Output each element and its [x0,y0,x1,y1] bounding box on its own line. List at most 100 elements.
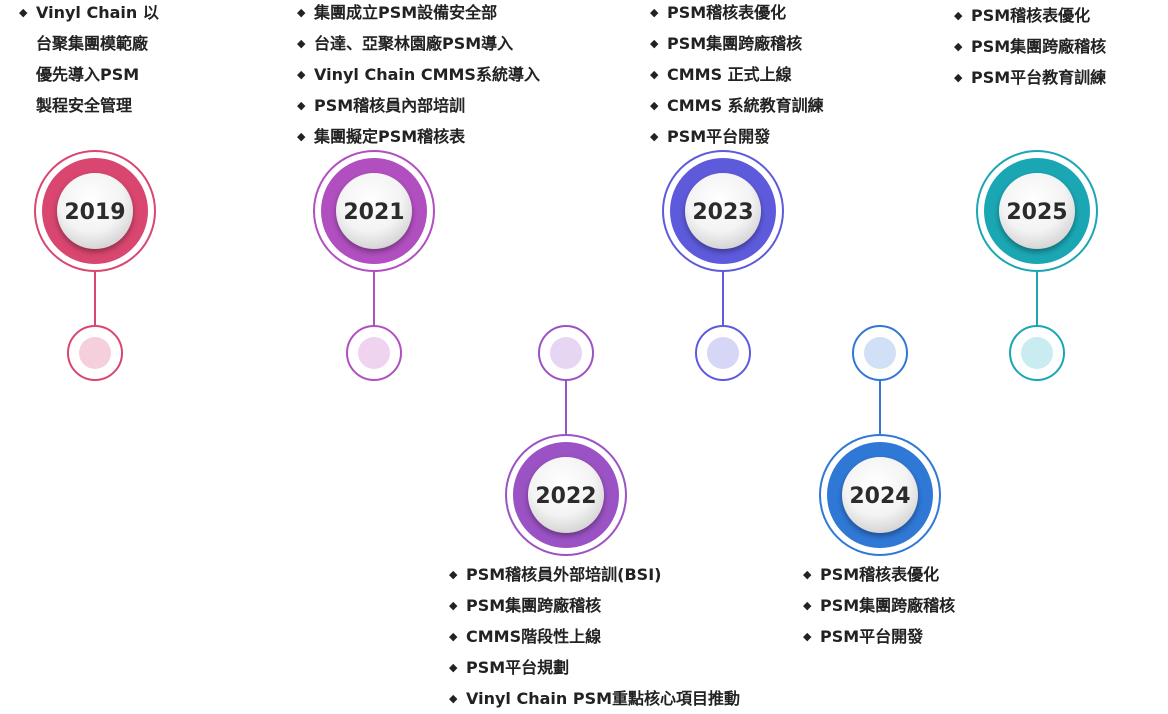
milestone-2023: 2023 [662,150,784,381]
milestone-item: ◆ PSM集團跨廠稽核 [953,31,1106,62]
milestone-2019: 2019 [34,150,156,381]
milestone-item-text: PSM稽核表優化 [667,3,787,22]
axis-marker-fill-2021 [358,337,390,369]
milestone-item: ◆ CMMS 系統教育訓練 [649,90,824,121]
milestone-item: ◆ PSM平台教育訓練 [953,62,1106,93]
diamond-bullet-icon: ◆ [297,68,306,81]
axis-marker-fill-2024 [864,337,896,369]
milestone-item: ◆台聚集團模範廠 [18,28,159,59]
diamond-bullet-icon: ◆ [650,130,659,143]
milestone-item-text: PSM稽核員內部培訓 [314,96,466,115]
milestone-item: ◆ CMMS階段性上線 [448,621,740,652]
milestone-item: ◆ PSM稽核員外部培訓(BSI) [448,559,740,590]
diamond-bullet-icon: ◆ [449,661,458,674]
milestone-2021-list: ◆ 集團成立PSM設備安全部 ◆ 台達、亞聚林園廠PSM導入 ◆ Vinyl Chain … [296,0,540,152]
milestone-item-text: 製程安全管理 [36,96,133,115]
milestone-item: ◆ PSM稽核表優化 [649,0,824,28]
milestone-2024: 2024 [819,325,941,556]
diamond-bullet-icon: ◆ [297,6,306,19]
diamond-bullet-icon: ◆ [954,40,963,53]
milestone-item-text: PSM平台教育訓練 [971,68,1107,87]
milestone-item-text: Vinyl Chain PSM重點核心項目推動 [466,689,741,708]
milestone-item-text: PSM稽核員外部培訓(BSI) [466,565,662,584]
milestone-item-text: PSM稽核表優化 [971,6,1091,25]
diamond-bullet-icon: ◆ [803,630,812,643]
axis-marker-fill-2025 [1021,337,1053,369]
milestone-item-text: CMMS 正式上線 [667,65,792,84]
milestone-item-text: PSM稽核表優化 [820,565,940,584]
milestone-item: ◆ PSM平台開發 [802,621,955,652]
milestone-item-text: 台聚集團模範廠 [36,34,149,53]
milestone-2022-list: ◆ PSM稽核員外部培訓(BSI) ◆ PSM集團跨廠稽核 ◆ CMMS階段性上線 ◆ PSM… [448,559,740,714]
milestone-item-text: PSM集團跨廠稽核 [667,34,803,53]
milestone-item-text: PSM平台規劃 [466,658,570,677]
diamond-bullet-icon: ◆ [449,599,458,612]
year-badge-2024 [842,457,918,533]
diamond-bullet-icon: ◆ [954,9,963,22]
milestone-item-text: PSM集團跨廠稽核 [971,37,1107,56]
milestone-item: ◆ PSM稽核表優化 [802,559,955,590]
milestone-item: ◆優先導入PSM [18,59,159,90]
milestone-item-text: Vinyl Chain CMMS系統導入 [314,65,540,84]
milestone-item-text: PSM平台開發 [820,627,924,646]
year-badge-2022 [528,457,604,533]
milestone-item: ◆ PSM集團跨廠稽核 [649,28,824,59]
milestone-item: ◆ CMMS 正式上線 [649,59,824,90]
year-badge-2021 [336,173,412,249]
diamond-bullet-icon: ◆ [650,37,659,50]
milestone-item: ◆ PSM稽核表優化 [953,0,1106,31]
diamond-bullet-icon: ◆ [803,568,812,581]
year-badge-2019 [57,173,133,249]
diamond-bullet-icon: ◆ [954,71,963,84]
milestone-2023-list: ◆ PSM稽核表優化 ◆ PSM集團跨廠稽核 ◆ CMMS 正式上線 ◆ CMMS 系統教育訓… [649,0,824,152]
milestone-2025-list: ◆ PSM稽核表優化 ◆ PSM集團跨廠稽核 ◆ PSM平台教育訓練 [953,0,1106,93]
milestone-item: ◆ 台達、亞聚林園廠PSM導入 [296,28,540,59]
axis-marker-fill-2022 [550,337,582,369]
year-label-2024: 2024 [849,484,910,509]
diamond-bullet-icon: ◆ [297,99,306,112]
milestone-item: ◆ PSM集團跨廠稽核 [448,590,740,621]
milestone-item-text: PSM平台開發 [667,127,771,146]
milestone-item-text: 集團擬定PSM稽核表 [314,127,466,146]
diamond-bullet-icon: ◆ [297,130,306,143]
milestone-item-text: CMMS階段性上線 [466,627,602,646]
milestone-item-text: Vinyl Chain 以 [36,3,159,22]
year-label-2025: 2025 [1006,200,1067,225]
milestone-2021: 2021 [313,150,435,381]
milestone-item: ◆ PSM稽核員內部培訓 [296,90,540,121]
milestone-2022: 2022 [505,325,627,556]
year-label-2021: 2021 [343,200,404,225]
milestone-item: ◆ PSM平台規劃 [448,652,740,683]
milestone-item: ◆ Vinyl Chain 以 [18,0,159,28]
milestone-item: ◆Vinyl Chain PSM重點核心項目推動 [448,683,740,714]
year-label-2019: 2019 [64,200,125,225]
diamond-bullet-icon: ◆ [650,6,659,19]
milestone-item: ◆ PSM集團跨廠稽核 [802,590,955,621]
axis-marker-fill-2019 [79,337,111,369]
year-label-2023: 2023 [692,200,753,225]
milestone-item-text: PSM集團跨廠稽核 [820,596,956,615]
diamond-bullet-icon: ◆ [19,6,28,19]
axis-marker-fill-2023 [707,337,739,369]
milestone-2019-list: ◆ Vinyl Chain 以 ◆台聚集團模範廠◆優先導入PSM◆製程安全管理 [18,0,159,121]
milestone-item: ◆ 集團擬定PSM稽核表 [296,121,540,152]
milestone-item-text: 集團成立PSM設備安全部 [314,3,498,22]
milestone-item-text: 優先導入PSM [36,65,140,84]
milestone-item-text: 台達、亞聚林園廠PSM導入 [314,34,514,53]
milestone-item: ◆製程安全管理 [18,90,159,121]
diamond-bullet-icon: ◆ [297,37,306,50]
diamond-bullet-icon: ◆ [650,68,659,81]
milestone-item: ◆ PSM平台開發 [649,121,824,152]
diamond-bullet-icon: ◆ [449,568,458,581]
diamond-bullet-icon: ◆ [650,99,659,112]
milestone-item-text: PSM集團跨廠稽核 [466,596,602,615]
year-badge-2023 [685,173,761,249]
diamond-bullet-icon: ◆ [449,630,458,643]
milestone-2024-list: ◆ PSM稽核表優化 ◆ PSM集團跨廠稽核 ◆ PSM平台開發 [802,559,955,652]
diamond-bullet-icon: ◆ [803,599,812,612]
milestone-item: ◆ Vinyl Chain CMMS系統導入 [296,59,540,90]
milestone-item-text: CMMS 系統教育訓練 [667,96,824,115]
milestone-item: ◆ 集團成立PSM設備安全部 [296,0,540,28]
year-badge-2025 [999,173,1075,249]
